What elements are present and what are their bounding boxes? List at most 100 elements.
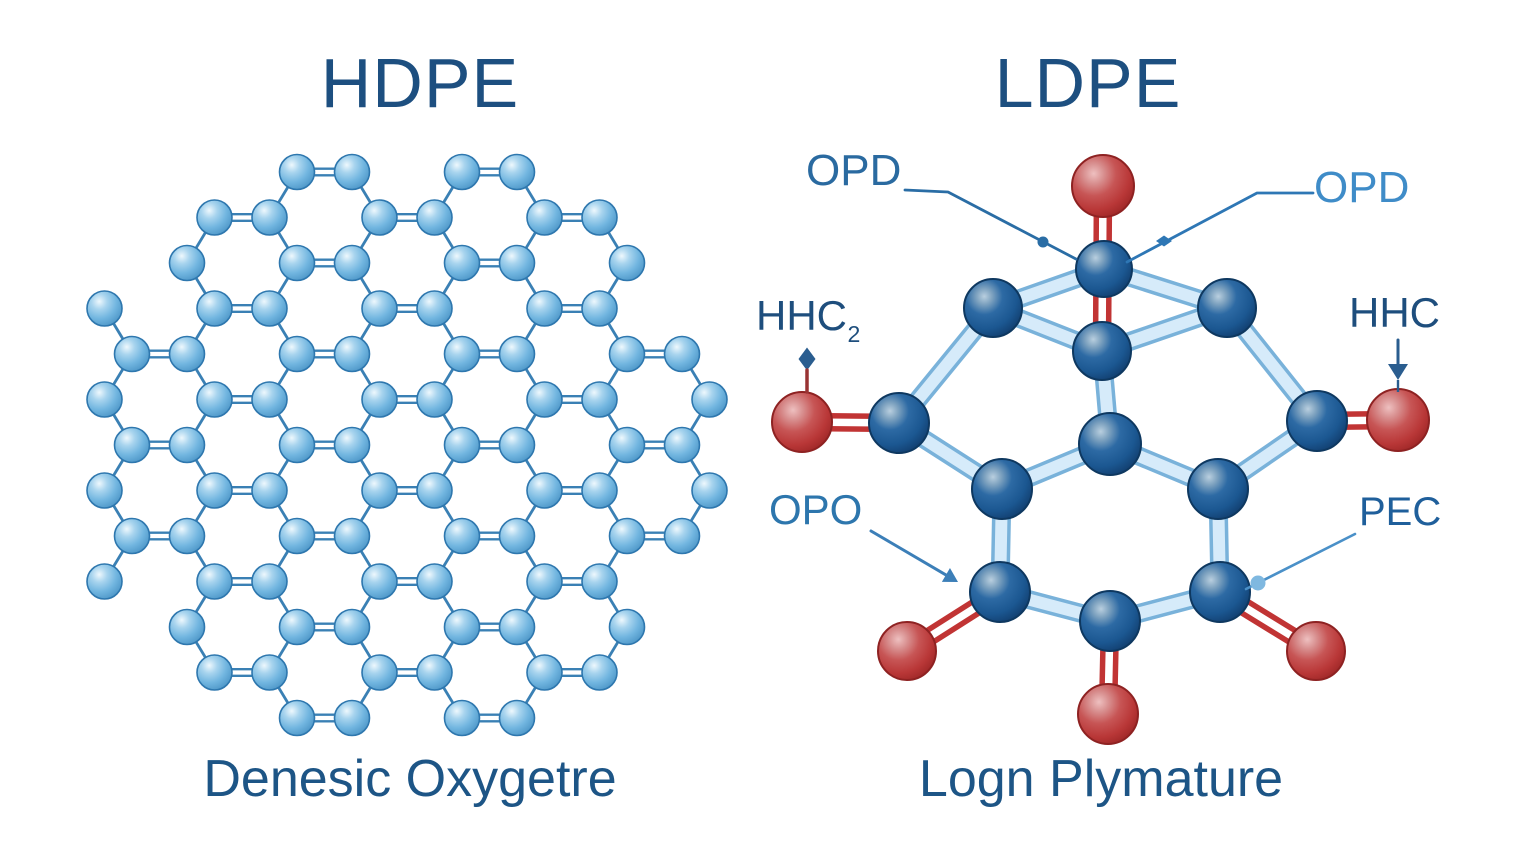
lattice-sphere [251,472,288,509]
lattice-sphere [416,654,453,691]
leader-diamond-dot [1156,235,1172,247]
molecule-atom-center [1078,412,1142,476]
lattice-sphere [278,608,316,646]
lattice-sphere [498,699,536,737]
lattice-sphere [581,654,618,691]
lattice-sphere [361,290,398,327]
annotations [798,188,1408,591]
lattice-sphere [581,472,618,509]
hhc2-diamond-marker [798,347,816,371]
lattice-sphere [361,472,398,509]
label-opo: OPO [769,486,863,533]
lattice-sphere [278,244,316,282]
lattice-sphere [581,290,618,327]
lattice-sphere [361,199,398,236]
lattice-sphere [443,608,481,646]
lattice-sphere [608,517,646,555]
lattice-sphere [251,290,288,327]
lattice-sphere [86,381,123,418]
molecule-atom-right [1286,390,1348,452]
molecule-atom-redBottomLeft [877,621,937,681]
lattice-sphere [416,381,453,418]
lattice-sphere [251,381,288,418]
lattice-sphere [443,153,481,191]
hhc-arrow-head [1388,364,1408,380]
opd-right-leader [1125,191,1315,264]
lattice-sphere [333,608,371,646]
lattice-sphere [526,199,563,236]
label-hhc: HHC [1349,289,1440,336]
ldpe-atoms [771,154,1430,745]
label-opd-right: OPD [1314,163,1410,212]
lattice-sphere [278,426,316,464]
lattice-sphere [251,199,288,236]
molecule-atom-left [868,392,930,454]
lattice-sphere [526,563,563,600]
molecule-atom-bottomCenter [1079,590,1141,652]
lattice-sphere [278,699,316,737]
lattice-sphere [196,654,233,691]
label-pec: PEC [1359,490,1442,534]
molecule-atom-topRight [1197,278,1257,338]
lattice-sphere [196,381,233,418]
lattice-sphere [498,335,536,373]
lattice-sphere [608,426,646,464]
lattice-sphere [498,426,536,464]
lattice-sphere [333,153,371,191]
molecule-atom-midCenter [1072,321,1132,381]
lattice-sphere [663,517,701,555]
lattice-sphere [416,199,453,236]
lattice-sphere [443,517,481,555]
lattice-sphere [526,472,563,509]
lattice-sphere [498,244,536,282]
lattice-sphere [86,472,123,509]
opo-arrow-shaft [869,529,948,577]
lattice-sphere [196,563,233,600]
lattice-sphere [168,517,206,555]
lattice-sphere [361,381,398,418]
lattice-sphere [443,335,481,373]
lattice-sphere [113,426,151,464]
lattice-sphere [251,654,288,691]
lattice-sphere [86,563,123,600]
lattice-sphere [663,335,701,373]
lattice-sphere [416,290,453,327]
ldpe-caption: Logn Plymature [918,750,1284,808]
molecule-atom-redTop [1071,154,1135,218]
lattice-sphere [333,244,371,282]
lattice-sphere [663,426,701,464]
lattice-sphere [581,381,618,418]
molecule-atom-rightLower [1187,458,1249,520]
lattice-sphere [361,654,398,691]
molecule-atom-leftLower [971,458,1033,520]
opo-arrow-head [941,568,958,582]
lattice-sphere [113,517,151,555]
hdpe-caption: Denesic Oxygetre [203,750,617,808]
lattice-sphere [498,517,536,555]
lattice-sphere [581,199,618,236]
lattice-sphere [278,153,316,191]
lattice-sphere [526,381,563,418]
molecule-atom-topLeft [963,278,1023,338]
lattice-sphere [526,654,563,691]
leader-dot [1250,575,1266,591]
lattice-sphere [278,335,316,373]
label-hhc2-text: HHC [756,292,847,339]
lattice-sphere [333,517,371,555]
hdpe-title: HDPE [320,44,520,122]
lattice-sphere [333,699,371,737]
lattice-sphere [581,563,618,600]
lattice-sphere [168,335,206,373]
lattice-sphere [333,426,371,464]
molecule-atom-redLeft [771,391,833,453]
molecule-atom-redBottomRight [1286,621,1346,681]
molecule-atom-topCenter [1075,240,1133,298]
lattice-sphere [416,563,453,600]
lattice-sphere [443,426,481,464]
lattice-sphere [526,290,563,327]
hdpe-lattice-spheres [86,153,728,737]
lattice-sphere [196,472,233,509]
lattice-sphere [251,563,288,600]
